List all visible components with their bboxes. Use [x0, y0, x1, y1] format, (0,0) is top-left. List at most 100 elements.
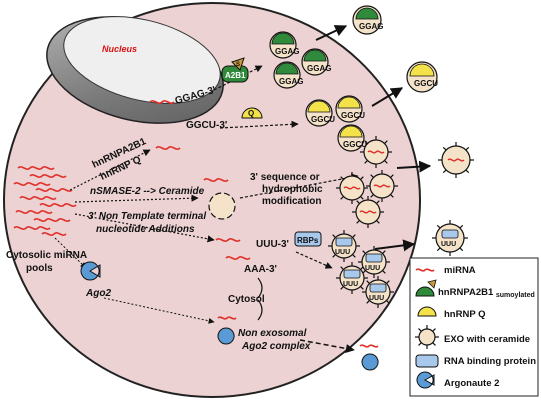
exo-spike [366, 300, 370, 304]
exo-spike [352, 254, 356, 258]
rbp-label: RBPs [297, 236, 319, 245]
exo-spike [442, 169, 447, 174]
arrow-nsmase [74, 194, 199, 203]
exo-ggag-3: GGAG [301, 48, 331, 76]
exo-ceramide [438, 142, 474, 178]
mirna-ceramide [203, 178, 229, 182]
exo-uuu-label: UUU [441, 241, 456, 248]
hnrnpq-protein: Q [241, 107, 263, 119]
label-seq-1: 3' sequence or [250, 172, 320, 183]
mirna-pool [13, 166, 77, 236]
cytosol-label: Cytosol [228, 294, 265, 305]
arrow-release-uuu [374, 239, 416, 252]
exo-spike [332, 234, 336, 238]
exo-ggcu-group: GGCU GGCU GGCU [305, 95, 367, 152]
legend-exo-label: EXO with ceramide [444, 334, 530, 345]
exo-ggag-group: GGAG GGAG GGAG [269, 31, 331, 89]
exo-uuu: UUU [328, 230, 360, 262]
exo-spike [364, 140, 368, 144]
arrow-ago2-complex [103, 297, 215, 324]
exo-ceramide [336, 172, 368, 204]
motif-ggcu3: GGCU-3' [186, 120, 227, 131]
exo-uuu-label: UUU [365, 265, 380, 272]
exo-spike [459, 224, 464, 229]
nonexo-label-1: Non exosomal [238, 328, 307, 339]
mirna-uuu [215, 238, 241, 242]
exo-spike [436, 224, 441, 229]
label-seq-2: hydrophobic [262, 184, 323, 195]
exo-spike [418, 342, 422, 346]
legend-rbp: RNA binding protein [415, 354, 536, 368]
exo-rbp [365, 253, 383, 263]
exo-ggcu-3: GGCU [337, 124, 367, 152]
exo-mirna [359, 210, 377, 214]
exo-spike [332, 254, 336, 258]
legend-hnrnpq: hnRNP Q [417, 306, 486, 320]
label-nta-1: 3' Non Template terminal [88, 211, 206, 222]
exo-spike [384, 160, 388, 164]
arrow-release-ggag [315, 25, 348, 41]
nucleus: Nucleus [46, 16, 224, 124]
exo-mirna [373, 184, 391, 188]
arrow-ago2 [54, 237, 87, 269]
label-nta-2: nucleotide Additions [96, 224, 195, 235]
exo-spike [364, 160, 368, 164]
released-ggcu-label: GGCU [414, 79, 438, 88]
released-exo-uuu: UUU [432, 220, 468, 256]
ago2-label: Ago2 [85, 288, 111, 299]
legend-hnrnpa2b1-label: hnRNPA2B1 sumoylated [438, 287, 535, 299]
exo-spike [386, 300, 390, 304]
arrow-ggcu [219, 120, 299, 129]
exo-spike [386, 280, 390, 284]
exo-spike [432, 328, 436, 332]
pool-label-1: Cytosolic miRNA [6, 250, 87, 261]
motif-uuu3: UUU-3' [256, 239, 289, 250]
released-exo-ggcu: GGCU [406, 61, 438, 93]
exo-ggcu-label: GGCU [341, 111, 365, 120]
exo-ggag-label: GGAG [279, 77, 303, 86]
exo-spike [356, 200, 360, 204]
arrow-release-ggcu [371, 87, 404, 107]
exo-ggag-label: GGAG [275, 47, 299, 56]
legend-ago: Argonaute 2 [416, 371, 499, 389]
exo-spike [362, 250, 366, 254]
exo-mirna [447, 158, 465, 162]
exo-spike [418, 328, 422, 332]
exo-rbp [441, 229, 459, 239]
exo-rbp [369, 283, 387, 293]
exo-spike [384, 140, 388, 144]
exo-spike [390, 174, 394, 178]
ago2-protein [80, 261, 101, 281]
nonexo-label-2: Ago2 complex [241, 341, 311, 352]
exo-spike [356, 220, 360, 224]
arrow-release-ceramide [396, 160, 432, 173]
nucleus-label: Nucleus [102, 44, 137, 54]
exo-ggcu-2: GGCU [335, 95, 365, 123]
q-label: Q [248, 109, 254, 118]
exo-ceramide [352, 196, 384, 228]
exo-spike [376, 200, 380, 204]
exo-spike [340, 286, 344, 290]
arrow-rbp [295, 251, 333, 269]
exo-ceramide [366, 170, 398, 202]
legend-exo: EXO with ceramide [415, 325, 530, 349]
exo-ggag-2: GGAG [273, 61, 303, 89]
exo-spike [340, 266, 344, 270]
exo-ceramide-cluster [336, 136, 398, 228]
released-exo-ggag: GGAG [352, 5, 383, 35]
exo-spike [370, 174, 374, 178]
rbp-protein: RBPs [294, 231, 322, 247]
exo-spike [340, 196, 344, 200]
ago2-complex [217, 316, 237, 345]
legend-hnrnpq-label: hnRNP Q [444, 309, 486, 320]
exo-ggcu-label: GGCU [311, 115, 335, 124]
arrow-nonexo-release [299, 339, 355, 353]
legend-exo-icon [415, 325, 439, 349]
exo-uuu: UUU [432, 220, 468, 256]
arrow-hnrnp [69, 149, 151, 191]
exo-rbp [335, 237, 353, 247]
exo-spike [370, 194, 374, 198]
arrow-nta [74, 213, 215, 243]
exo-mirna [367, 150, 385, 154]
